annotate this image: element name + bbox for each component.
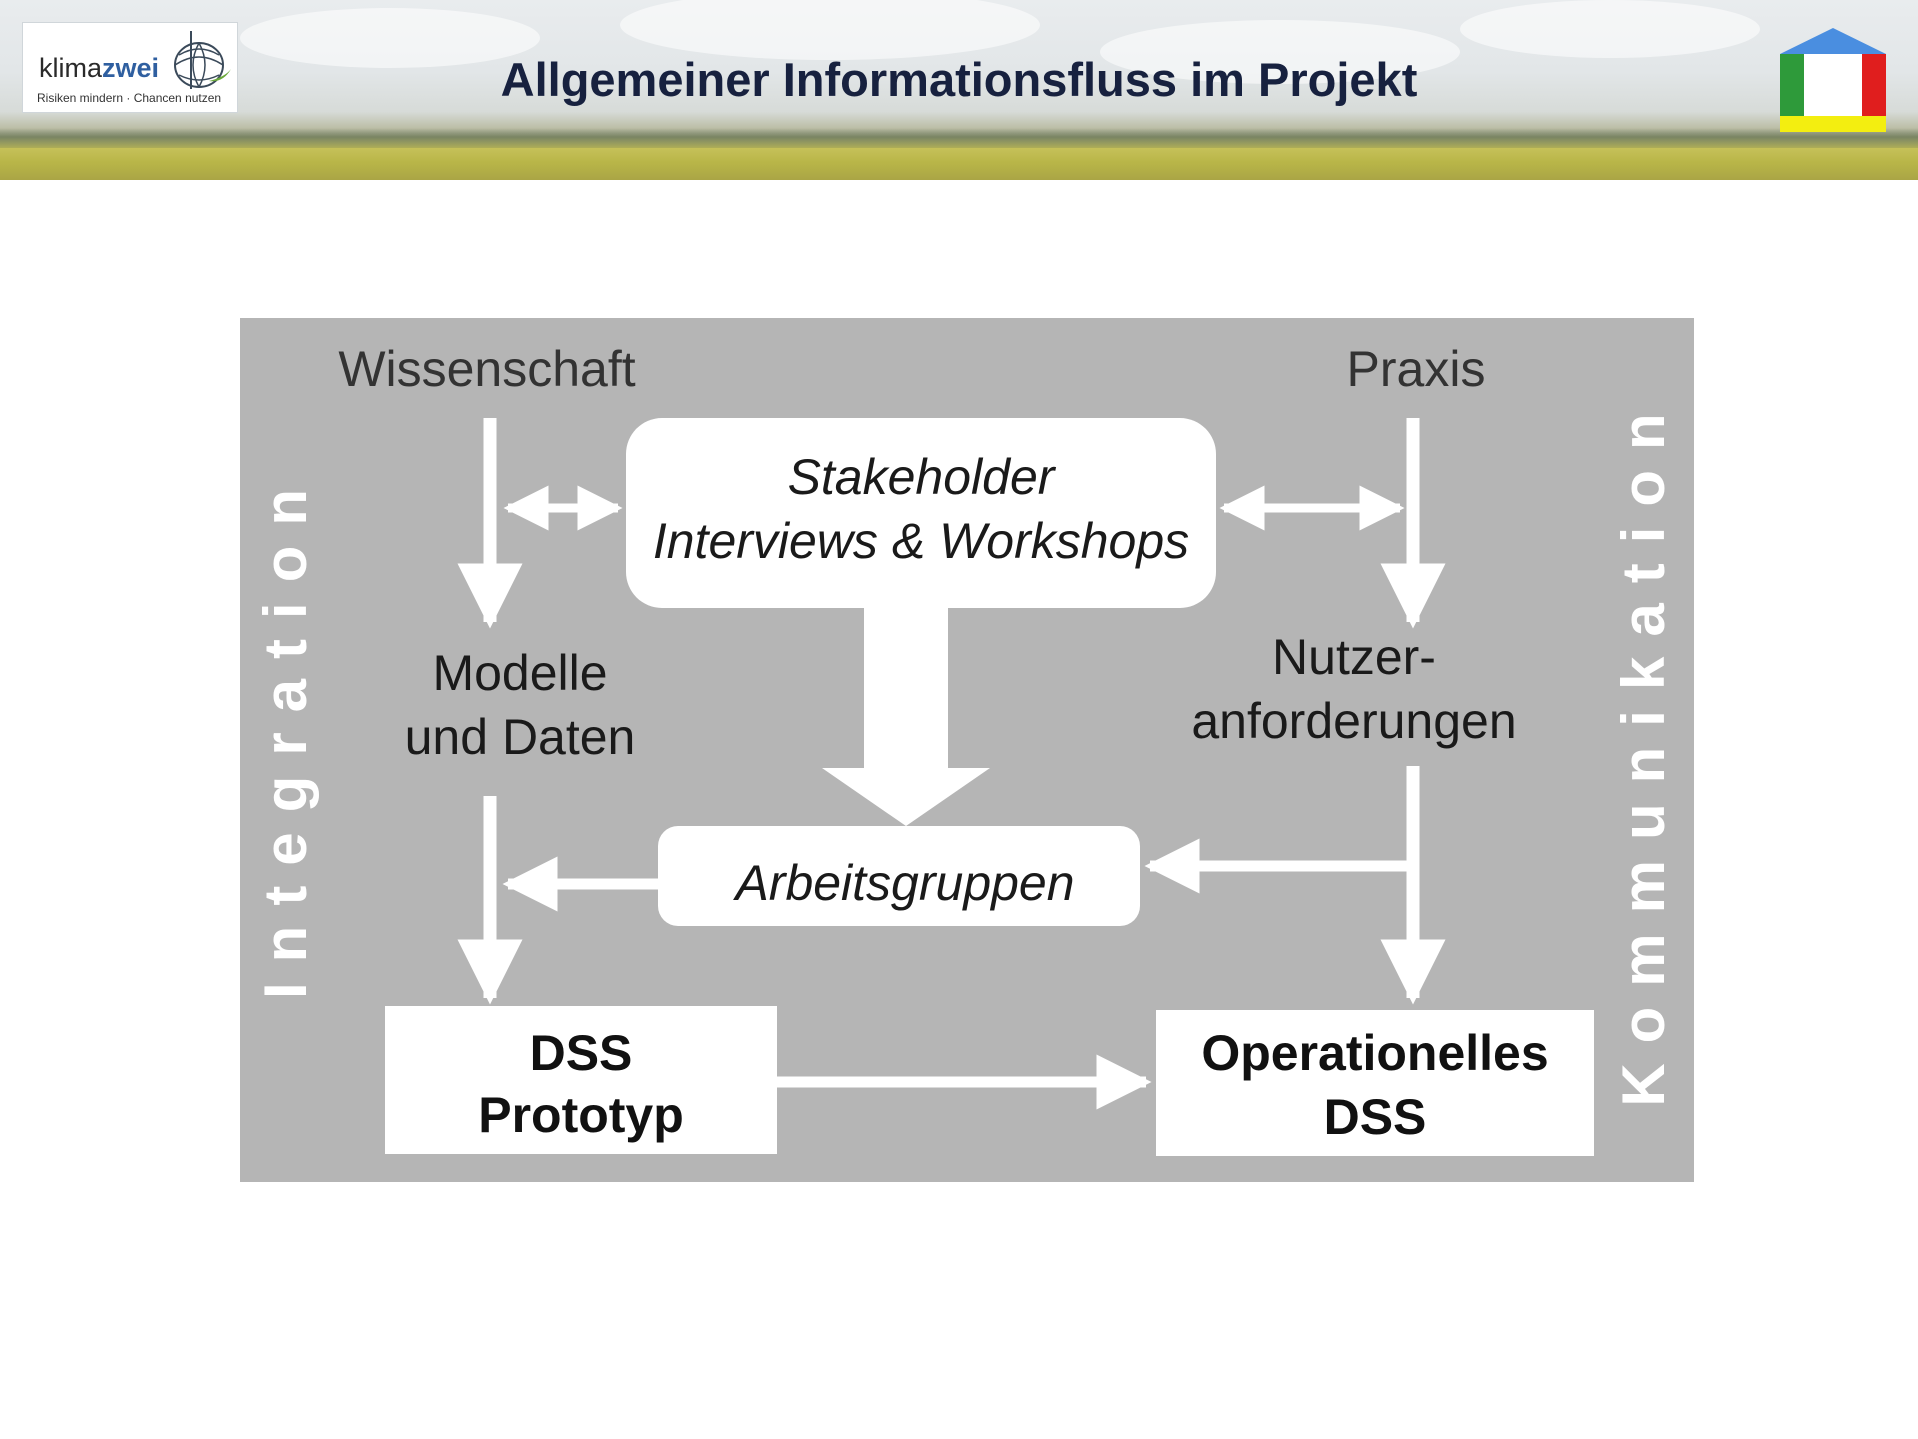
dss-prototyp-line2: Prototyp: [478, 1087, 684, 1143]
header-banner: [0, 0, 1918, 180]
nutzer-label: Nutzer-: [1272, 629, 1436, 685]
kommunikation-vertical-label: Kommunikation: [1610, 393, 1677, 1106]
page-title: Allgemeiner Informationsfluss im Projekt: [500, 53, 1418, 106]
logo-word-part1: klima: [39, 53, 103, 83]
operationelles-dss-line1: Operationelles: [1201, 1025, 1548, 1081]
integration-vertical-label: Integration: [252, 469, 319, 999]
klimazwei-logo: klimazwei Risiken mindern · Chancen nutz…: [22, 22, 238, 113]
logo-wordmark: klimazwei: [39, 53, 159, 84]
logo-tagline: Risiken mindern · Chancen nutzen: [37, 91, 222, 105]
cloud-decoration: [620, 0, 1040, 60]
stakeholder-label: Stakeholder: [788, 449, 1057, 505]
operationelles-dss-box: [1156, 1010, 1594, 1156]
wissenschaft-heading: Wissenschaft: [338, 341, 635, 397]
stakeholder-box: [626, 418, 1216, 608]
modelle-label: Modelle: [432, 645, 607, 701]
dss-prototyp-box: [385, 1006, 777, 1154]
praxis-heading: Praxis: [1347, 341, 1486, 397]
dss-prototyp-line1: DSS: [530, 1025, 633, 1081]
house-icon: [1780, 28, 1886, 132]
arbeitsgruppen-label: Arbeitsgruppen: [732, 855, 1074, 911]
anforderungen-label: anforderungen: [1191, 693, 1516, 749]
interviews-workshops-label: Interviews & Workshops: [653, 513, 1189, 569]
cloud-decoration: [1460, 0, 1760, 58]
und-daten-label: und Daten: [405, 709, 636, 765]
globe-icon: [174, 31, 231, 89]
operationelles-dss-line2: DSS: [1324, 1089, 1427, 1145]
cloud-decoration: [1100, 20, 1460, 84]
arbeitsgruppen-box: [658, 826, 1140, 926]
tree-line: [0, 128, 1918, 148]
cloud-decoration: [240, 8, 540, 68]
arrow-stakeholder-to-arbeitsgruppen: [822, 608, 990, 826]
logo-word-part2: zwei: [102, 53, 160, 83]
